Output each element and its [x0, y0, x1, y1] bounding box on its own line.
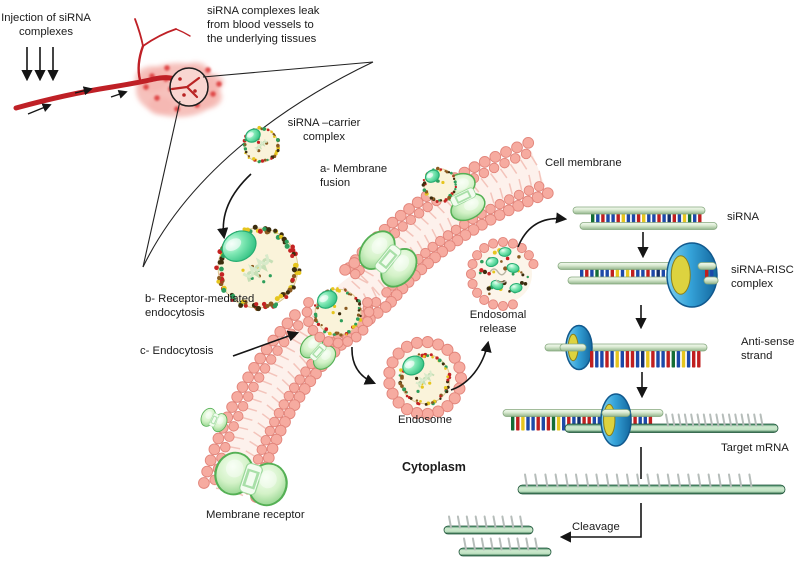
sirna-carrier-complex: [313, 287, 363, 337]
endocytosis-invagination: [301, 287, 375, 349]
cell-membrane-band: [198, 136, 554, 503]
membrane-receptors: [200, 172, 486, 507]
membrane-receptor-protein: [214, 451, 288, 507]
membrane-receptor-protein: [358, 230, 418, 288]
membrane-receptor-protein: [200, 407, 228, 433]
dna-helix-icon: [242, 254, 274, 282]
sirna-carrier-complex: [398, 352, 452, 406]
endosomal-release-burst: [465, 236, 539, 312]
sirna-carrier-complex: [421, 166, 458, 203]
rna-interference-column: [443, 206, 786, 557]
dna-helix-icon: [415, 370, 435, 388]
endosome-vesicle: [383, 336, 468, 420]
sirna-carrier-complex: [214, 224, 302, 312]
dna-helix-icon: [254, 139, 268, 151]
flow-arrows: [21, 47, 649, 543]
sirna-carrier-complex: [242, 125, 281, 164]
magnifier-circle: [169, 67, 209, 107]
vesicles: [214, 125, 458, 312]
